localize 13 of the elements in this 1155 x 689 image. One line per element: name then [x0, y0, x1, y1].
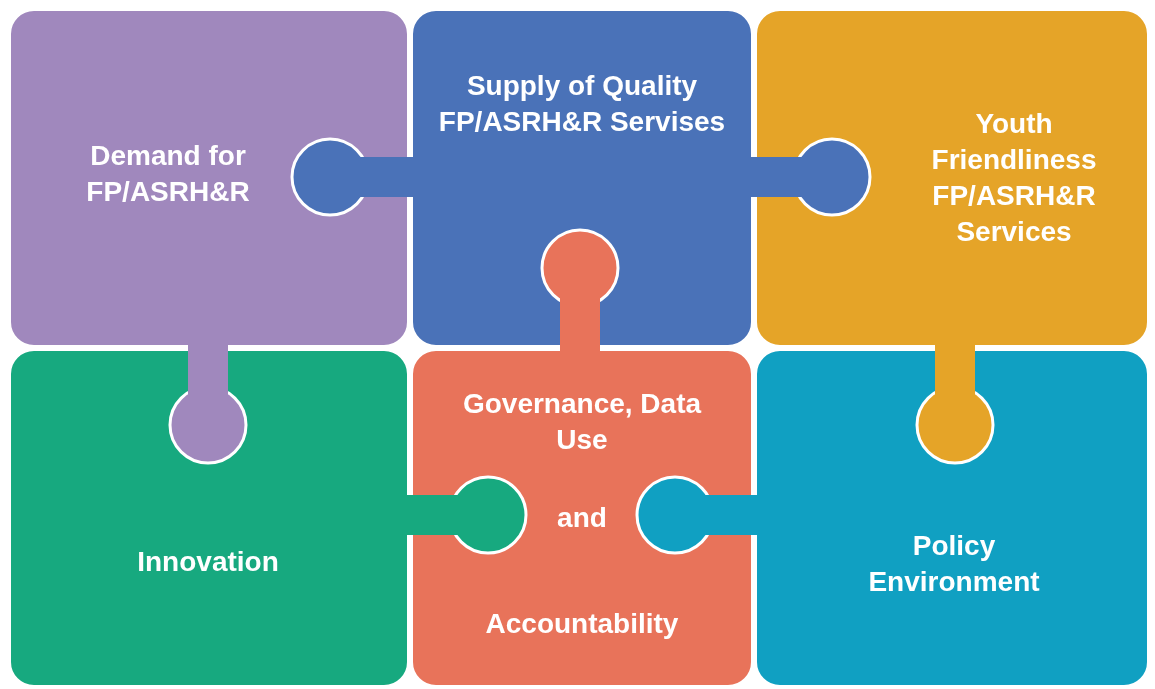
piece-label: Governance, Data Use — [461, 387, 703, 457]
piece-label: Supply of Quality FP/ASRH&R Servises — [437, 69, 727, 139]
piece-label: and — [556, 501, 608, 535]
piece-label: Youth Friendliness FP/ASRH&R Services — [930, 107, 1098, 249]
puzzle-piece — [8, 8, 410, 348]
piece-label: Demand for FP/ASRH&R — [85, 139, 251, 209]
puzzle-piece — [754, 348, 1150, 688]
puzzle-piece — [410, 8, 754, 348]
puzzle-piece — [8, 348, 410, 688]
puzzle-piece — [754, 8, 1150, 348]
piece-label: Policy Environment — [867, 529, 1041, 599]
piece-label: Innovation — [136, 545, 280, 579]
piece-label: Accountability — [484, 607, 680, 641]
